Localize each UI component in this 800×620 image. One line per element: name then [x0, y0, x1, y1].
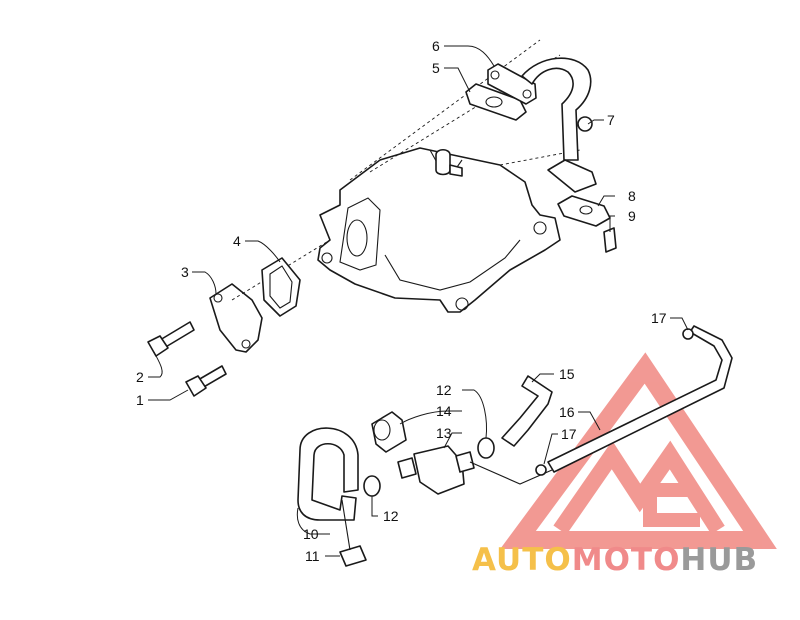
stud — [603, 227, 617, 253]
watermark-hub: HUB — [680, 542, 758, 578]
check-valve — [397, 445, 475, 495]
callout-labels: 1 2 3 4 5 6 7 8 9 10 11 12 12 13 14 15 1… — [136, 38, 667, 564]
callout-13: 13 — [436, 425, 452, 441]
bolt-2 — [147, 321, 195, 357]
flange-gasket — [465, 83, 527, 121]
callout-10: 10 — [303, 526, 319, 542]
callout-17-upper: 17 — [651, 310, 667, 326]
callout-15: 15 — [559, 366, 575, 382]
hose-loop — [297, 427, 359, 521]
reed-cover-plate — [209, 239, 331, 353]
tube-gasket — [557, 195, 611, 227]
watermark-moto: MOTO — [572, 542, 681, 578]
callout-16: 16 — [559, 404, 575, 420]
elbow-hose — [501, 375, 553, 447]
pipe-flange — [487, 63, 537, 105]
watermark-text: AUTOMOTOHUB — [472, 542, 758, 578]
callout-12-upper: 12 — [436, 382, 452, 398]
callout-5: 5 — [432, 60, 440, 76]
clamp-left — [363, 475, 381, 497]
callout-8: 8 — [628, 188, 636, 204]
callout-17-lower: 17 — [561, 426, 577, 442]
callout-3: 3 — [181, 264, 189, 280]
callout-2: 2 — [136, 369, 144, 385]
callout-7: 7 — [607, 112, 615, 128]
callout-6: 6 — [432, 38, 440, 54]
callout-14: 14 — [436, 403, 452, 419]
valve-cover — [317, 39, 581, 313]
callout-11: 11 — [305, 548, 320, 564]
leader-lines — [148, 45, 689, 557]
hose-clamp-bottom — [339, 499, 367, 567]
svg-text:AUTOMOTOHUB: AUTOMOTOHUB — [472, 542, 758, 578]
bolt-1 — [185, 365, 227, 397]
watermark-auto: AUTO — [472, 542, 572, 578]
callout-9: 9 — [628, 208, 636, 224]
line-clip-upper — [682, 328, 694, 340]
watermark-logo — [500, 352, 777, 549]
rubber-sleeve — [371, 411, 407, 453]
line-clip-lower — [535, 464, 547, 476]
air-injection-tube — [521, 57, 597, 193]
clamp-right — [477, 437, 495, 459]
callout-4: 4 — [233, 233, 241, 249]
reed-gasket — [261, 257, 301, 317]
callout-12-lower: 12 — [383, 508, 399, 524]
callout-1: 1 — [136, 392, 144, 408]
